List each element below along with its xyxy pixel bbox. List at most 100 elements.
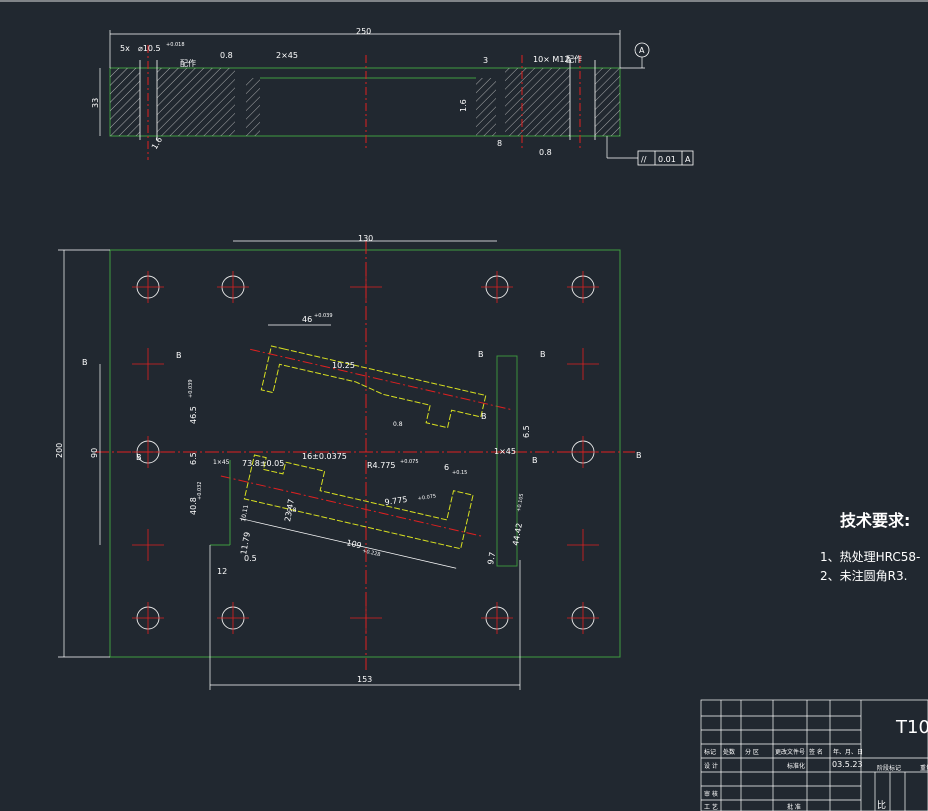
cavity-group [220, 345, 514, 569]
dim-109-line [239, 517, 457, 569]
tolerance-symbol: // [641, 155, 647, 164]
dim-44-tol: +0.105 [516, 493, 525, 512]
dim-9-775-tol: +0.075 [417, 493, 436, 502]
tech-note-2: 2、未注圆角R3. [820, 568, 907, 583]
crosshair-paths [132, 271, 599, 634]
dim-6-tol: +0.15 [452, 470, 467, 476]
dim-hole-text: ⌀10.5 [138, 44, 161, 53]
dim-23-text: 23.47 [283, 498, 296, 522]
tech-requirements-title: 技术要求: [840, 511, 910, 530]
cavity-axis-upper [250, 348, 514, 411]
dim-r4-tol: +0.075 [400, 459, 419, 465]
tb-scale: 比 [877, 799, 886, 811]
hatch-right-2 [505, 68, 570, 136]
tb-weight: 重量 [920, 764, 928, 772]
tb-date: 03.5.23 [832, 760, 863, 769]
dim-46-5-text: 46.5 [189, 406, 198, 424]
title-block-grid [701, 700, 928, 811]
roughness-a-text: 0.8 [220, 51, 233, 60]
tolerance-value: 0.01 [658, 155, 676, 164]
tb-process: 工 艺 [704, 803, 718, 811]
dim-109-text: 109 [346, 538, 363, 550]
tb-material: T10 [895, 717, 928, 738]
dim-5x-text: 5x [120, 44, 130, 53]
dim-44-42-text: 44.42 [511, 522, 524, 546]
section-mark-3: B [478, 350, 484, 359]
dim-46-tol: +0.039 [314, 313, 333, 319]
dim-1-6-text: 1.6 [459, 99, 468, 112]
tb-approve: 批 准 [787, 803, 801, 811]
hatch-left-1 [110, 68, 140, 136]
hatch-right-3 [595, 68, 620, 136]
roughness-e-text: 0.8 [287, 507, 297, 514]
tb-std: 标准化 [787, 762, 805, 770]
section-mark-5: B [481, 412, 487, 421]
dim-46-5-tol: +0.039 [188, 379, 194, 398]
roughness-c-text: 1.6 [150, 135, 164, 151]
dim-250-text: 250 [356, 27, 371, 36]
dim-3-text: 3 [483, 56, 488, 65]
tb-row-label-4: 更改文件号 [775, 748, 805, 756]
dim-16-text: 16±0.0375 [302, 452, 347, 461]
dim-r4-text: R4.775 [367, 461, 395, 470]
dim-130-text: 130 [358, 234, 373, 243]
dim-200-text: 200 [55, 443, 64, 458]
dim-10-25-text: 10.25 [332, 361, 355, 370]
tb-review: 审 核 [704, 790, 718, 798]
dim-109-tol: +0.228 [362, 548, 381, 558]
dim-73-8-text: 73.8±0.05 [242, 459, 284, 468]
dim-6-5b-text: 6.5 [522, 425, 531, 438]
hatch-right-1 [476, 78, 496, 136]
top-section-view: 250 33 5x ⌀10.5 +0.018 配作 0.8 2×45 3 10×… [91, 27, 694, 166]
tb-stage: 阶段标记 [877, 764, 901, 772]
thread-text: 10× M12 [533, 55, 570, 64]
right-slot [496, 355, 518, 567]
dim-6-5-text: 6.5 [189, 452, 198, 465]
tech-note-1: 1、热处理HRC58- [820, 550, 920, 564]
dim-90-text: 90 [90, 448, 99, 458]
hatch-left-2 [157, 68, 235, 136]
roughness-d-text: 0.8 [393, 421, 403, 428]
dim-1x45a-text: 1×45 [213, 459, 230, 466]
dim-0-5-text: 0.5 [244, 554, 257, 563]
tb-row-label-1: 标记 [704, 748, 716, 756]
plan-view: 130 200 90 153 B B B B B B B B 46 +0.039… [55, 234, 642, 690]
hole-crosshairs [132, 271, 599, 634]
section-mark-6: B [532, 456, 538, 465]
dim-12-text: 12 [217, 567, 227, 576]
section-mark-1: B [82, 358, 88, 367]
dim-8-text: 8 [497, 139, 502, 148]
hatch-left-3 [246, 78, 260, 136]
tb-row-label-6: 年、月、日 [833, 748, 863, 756]
section-mark-8: B [136, 453, 142, 462]
tolerance-datum: A [685, 155, 691, 164]
dim-6-text: 6 [444, 463, 449, 472]
label-pin-right: 配作 [566, 54, 582, 64]
dim-9-7-text: 9.7 [486, 551, 497, 565]
datum-a-text: A [639, 46, 645, 55]
dim-40-8-text: 40.8 [189, 497, 198, 515]
cavity-axis-lower [220, 475, 485, 538]
tb-design: 设 计 [704, 762, 718, 770]
dim-9-775-text: 9.775 [384, 495, 408, 507]
title-block-border [700, 699, 928, 811]
chamfer-text: 2×45 [276, 51, 298, 60]
dim-153-text: 153 [357, 675, 372, 684]
tb-row-label-3: 分 区 [745, 748, 759, 756]
dim-1x45b-text: 1×45 [494, 447, 516, 456]
dim-33-text: 33 [91, 98, 100, 108]
plate-outline [109, 249, 621, 658]
section-mark-7: B [636, 451, 642, 460]
section-mark-2: B [176, 351, 182, 360]
section-mark-4: B [540, 350, 546, 359]
tb-row-label-2: 处数 [723, 748, 735, 756]
roughness-b-text: 0.8 [539, 148, 552, 157]
tb-row-label-5: 签 名 [809, 748, 823, 756]
title-block [700, 699, 928, 811]
dim-hole-tol: +0.018 [166, 42, 185, 48]
dim-10-11-text: 10.11 [240, 504, 250, 522]
cavity-lower-outline [243, 454, 474, 550]
label-pin-left: 配作 [180, 58, 196, 68]
dim-46-text: 46 [302, 315, 312, 324]
